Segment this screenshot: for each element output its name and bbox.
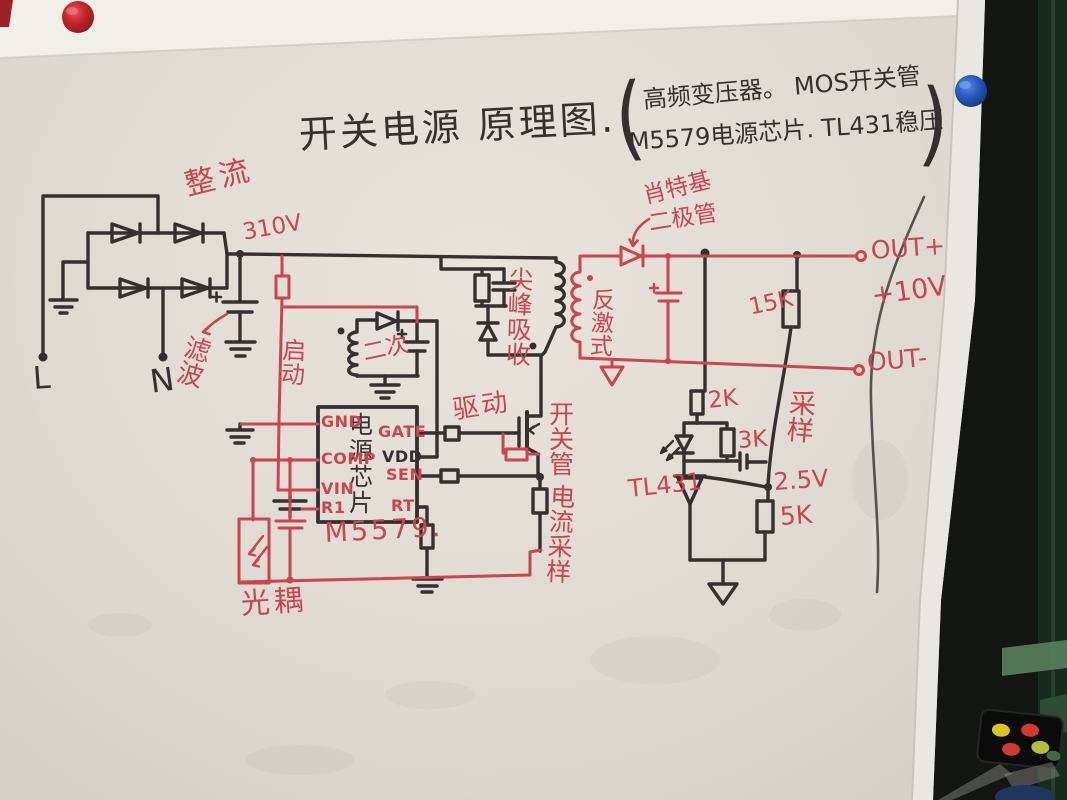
label-r3k: 3K — [736, 425, 769, 454]
pin-sen: SEN — [386, 465, 424, 484]
label-r5k: 5K — [778, 499, 814, 531]
label-optocoupler: 光耦 — [239, 582, 309, 621]
board-top-edge — [0, 0, 1067, 58]
rt-resistor — [411, 505, 444, 594]
button-box — [976, 708, 1064, 770]
startup-resistor — [274, 254, 419, 492]
return-rail — [238, 548, 543, 584]
transformer-primary — [529, 256, 566, 414]
label-flyback: 反激式 — [584, 286, 615, 358]
chip-model: M5579. — [323, 511, 444, 549]
label-out-minus: OUT- — [865, 342, 929, 377]
pin-gnd: GND — [321, 412, 363, 431]
label-mosfet: 开关管 — [545, 401, 575, 476]
label-r2k: 2K — [706, 384, 740, 414]
corner-magnet — [0, 0, 13, 27]
filter-cap — [210, 252, 259, 358]
optocoupler-box — [237, 517, 271, 585]
chip-ground — [225, 422, 255, 445]
label-live-terminal: L — [31, 359, 52, 397]
snubber — [439, 256, 542, 357]
bus-rail — [238, 252, 558, 260]
stray-line — [869, 195, 926, 594]
board-smudges — [88, 440, 908, 775]
red-magnet — [62, 1, 94, 33]
blue-magnet — [955, 75, 987, 107]
pin-vin: VIN — [321, 479, 355, 498]
chip-outline — [316, 405, 419, 524]
mosfet — [415, 410, 543, 479]
pin-r1: R1 — [321, 498, 346, 517]
paren-close: ) — [916, 69, 952, 178]
label-sampling: 采样 — [780, 387, 817, 445]
pin-comp: COMP — [321, 449, 376, 468]
transformer-secondary — [570, 268, 593, 360]
label-current-sense: 电流采样 — [542, 482, 577, 585]
label-startup: 启动 — [275, 336, 307, 387]
pin-gate: GATE — [378, 422, 427, 441]
label-vref: 2.5V — [772, 464, 830, 496]
gate-pulldown — [501, 432, 541, 462]
label-out-plus: OUT+ — [869, 230, 946, 265]
pin-vdd: VDD — [382, 447, 423, 466]
output-rails — [578, 244, 867, 387]
bridge-rectifier — [41, 194, 242, 358]
label-snubber: 尖峰吸收 — [502, 265, 535, 367]
comp-cap — [274, 458, 307, 584]
current-sense — [415, 468, 549, 553]
pin-rt: RT — [391, 496, 415, 515]
chip-name: 电源芯片 — [344, 412, 373, 516]
annotation-arrows — [201, 217, 651, 336]
